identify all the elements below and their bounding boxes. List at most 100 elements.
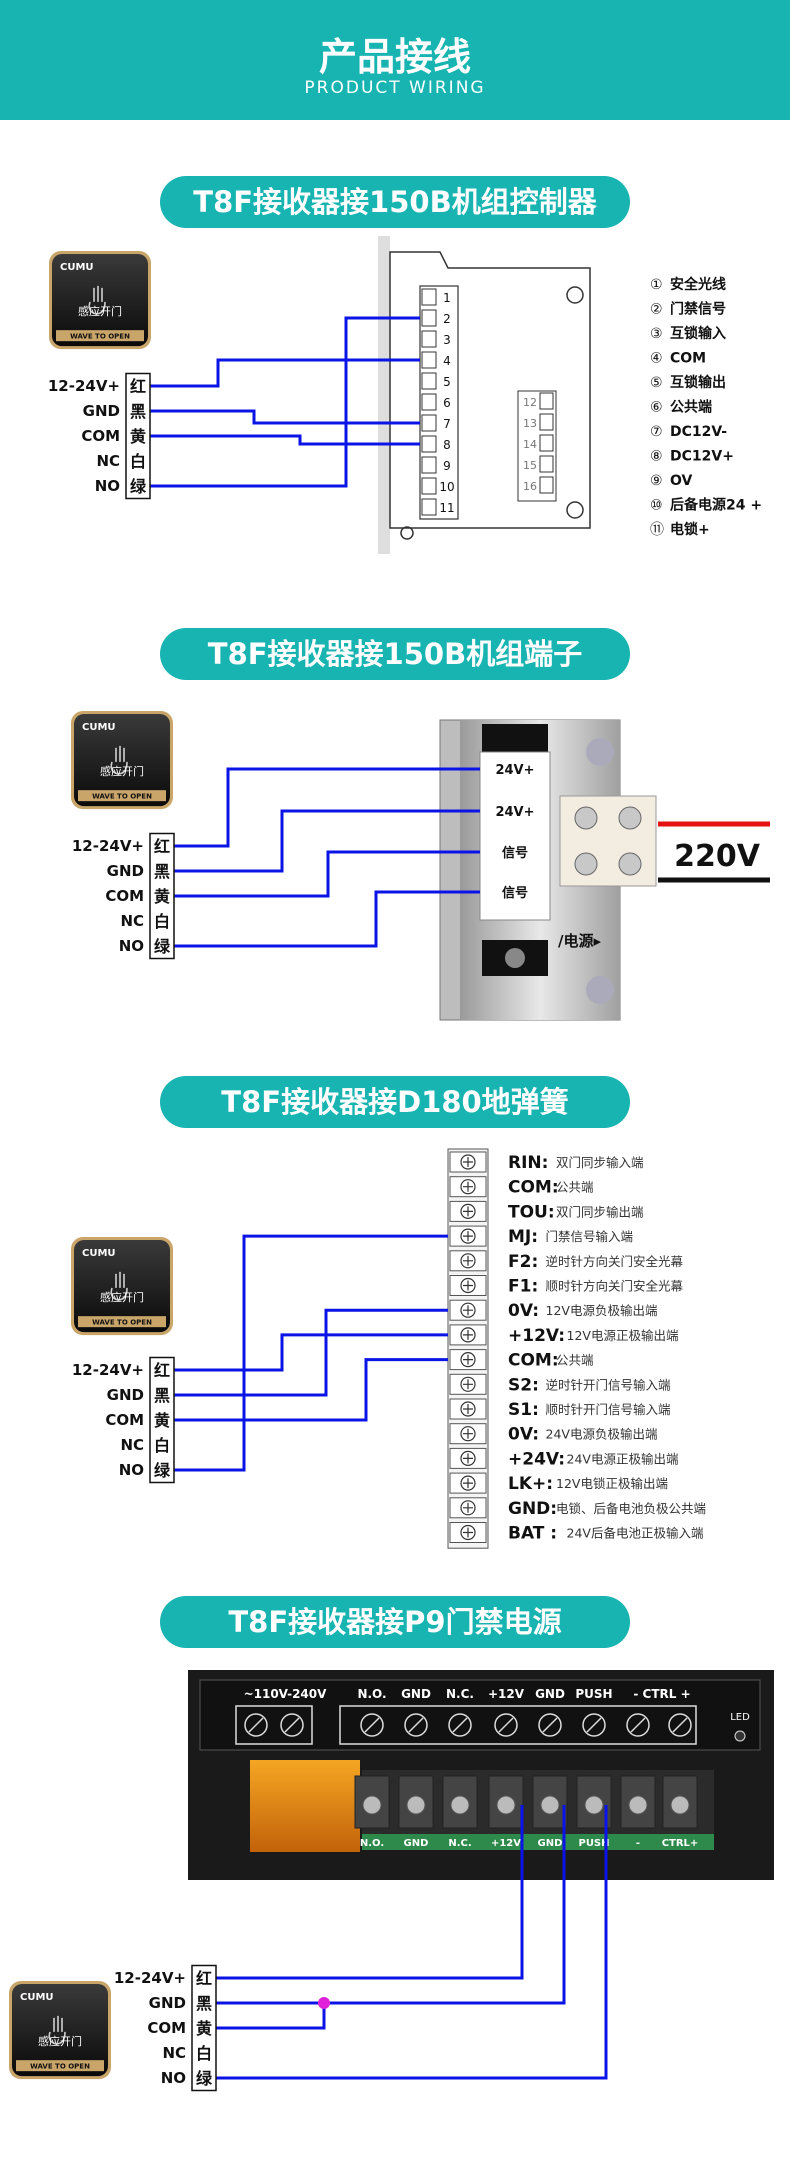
control-screw [360, 1713, 384, 1737]
screw-cross-icon [463, 1527, 473, 1538]
pcb-strip [362, 1834, 714, 1850]
device-brand: CUMU [60, 262, 94, 273]
p9-terminal-label: PUSH [578, 1838, 609, 1849]
wire-color-label: 白 [154, 1436, 170, 1455]
p9-header-label: N.O. [357, 1687, 386, 1701]
wire-signal-label: 12-24V+ [48, 377, 120, 395]
legend-text: COM [670, 351, 706, 367]
d180-terminal-code: BAT : [508, 1524, 557, 1544]
side-terminal-number: 15 [523, 459, 537, 472]
wire-label-block-2 [149, 832, 175, 960]
side-terminal-box [539, 392, 554, 410]
wire-signal-label: NO [119, 937, 144, 955]
screw [574, 852, 598, 876]
side-terminal-number: 14 [523, 438, 537, 451]
screw-cross-icon [463, 1404, 473, 1414]
wire-signal-label: COM [81, 427, 120, 445]
wire-signal-label: NC [162, 2044, 186, 2062]
mains-voltage-label: 220V [674, 839, 761, 874]
p9-terminal-label: CTRL+ [662, 1838, 699, 1849]
legend-number: ⑧ [650, 449, 663, 465]
terminal-screw-box [421, 498, 437, 516]
terminal-screw [496, 1795, 516, 1815]
wire-color-label: 黑 [196, 1994, 212, 2013]
device-button-text: WAVE TO OPEN [92, 1319, 152, 1327]
side-terminal-number: 13 [523, 417, 537, 430]
screw [505, 948, 525, 968]
legend-text: DC12V- [670, 424, 727, 440]
legend-number: ⑨ [650, 473, 663, 489]
screw-cross-icon [463, 1181, 473, 1192]
d180-terminal-code: S2: [508, 1375, 539, 1395]
screw-slot-icon [630, 1717, 646, 1733]
wire-color-label: 红 [196, 1969, 212, 1988]
d180-terminal-code: F1: [508, 1277, 538, 1297]
p9-header-panel [199, 1679, 761, 1751]
wire-black [174, 1308, 448, 1397]
device-label: 感应开门 [100, 1290, 144, 1304]
device-button-strip [78, 790, 166, 802]
wire-label-block-1 [125, 372, 151, 500]
legend-number: ⑥ [650, 400, 663, 416]
wire-color-label: 黑 [154, 1386, 170, 1405]
mounting-hole [400, 526, 414, 540]
legend-number: ③ [650, 326, 663, 342]
p9-terminal-label: +12V [491, 1838, 521, 1849]
wire-color-label: 红 [154, 1361, 170, 1380]
d180-terminal-desc: 12V电源负极输出端 [546, 1303, 658, 1318]
wire-signal-label: GND [83, 402, 120, 420]
legend-number: ① [650, 277, 663, 293]
wire-color-label: 绿 [196, 2069, 213, 2088]
terminal-number: 8 [443, 438, 451, 452]
p9-header-label: +12V [488, 1687, 525, 1701]
legend-number: ⑩ [650, 498, 663, 514]
section-title-1: T8F接收器接150B机组控制器 [160, 176, 630, 228]
device-brand: CUMU [20, 1992, 54, 2003]
device-label: 感应开门 [100, 764, 144, 778]
screw-cross-icon [463, 1478, 473, 1489]
lock-terminal-label: 信号 [502, 845, 528, 861]
p9-terminal-label: GND [404, 1838, 429, 1849]
wire-color-label: 白 [196, 2044, 212, 2063]
p9-terminal-label: - [636, 1838, 640, 1849]
terminal-screw-box [421, 330, 437, 348]
p9-terminal-label: N.O. [360, 1838, 384, 1849]
wire-signal-label: 12-24V+ [72, 837, 144, 855]
control-screw [448, 1713, 472, 1737]
control-screw [494, 1713, 518, 1737]
legend-number: ⑦ [650, 424, 663, 440]
control-screw [668, 1713, 692, 1737]
control-screw [404, 1713, 428, 1737]
terminal-screw-box [421, 477, 437, 495]
d180-terminal-desc: 双门同步输入端 [556, 1155, 644, 1170]
wire-signal-label: COM [105, 1411, 144, 1429]
terminal-screw [670, 1795, 690, 1815]
wire-color-label: 黄 [154, 1411, 170, 1430]
terminal-number: 5 [443, 375, 451, 389]
d180-terminal-code: COM: [508, 1351, 559, 1371]
wire-signal-label: GND [149, 1994, 186, 2012]
p9-header-label: PUSH [575, 1687, 612, 1701]
sensor-device-4 [12, 1984, 108, 2077]
d180-terminal-desc: 逆时针开门信号输入端 [546, 1377, 671, 1392]
wire-color-label: 红 [130, 377, 146, 396]
terminal-number: 7 [443, 417, 451, 431]
d180-terminal-code: MJ: [508, 1227, 538, 1247]
screw-cross-icon [463, 1280, 473, 1291]
legend-text: 后备电源24 + [670, 497, 762, 514]
wire-yellow [174, 850, 480, 898]
legend-text: 互锁输出 [670, 374, 726, 391]
terminal-screw-box [421, 393, 437, 411]
power-terminal-block [559, 795, 657, 887]
lock-top-block [482, 724, 548, 754]
device-label: 感应开门 [38, 2034, 82, 2048]
board-edge [378, 236, 390, 554]
device-label: 感应开门 [78, 304, 122, 318]
wire-signal-label: COM [147, 2019, 186, 2037]
wire-color-label: 白 [154, 912, 170, 931]
power-label: /电源▸ [558, 932, 601, 950]
legend-text: DC12V+ [670, 449, 734, 465]
screw-cross-icon [463, 1305, 473, 1316]
terminal-number: 2 [443, 312, 451, 326]
